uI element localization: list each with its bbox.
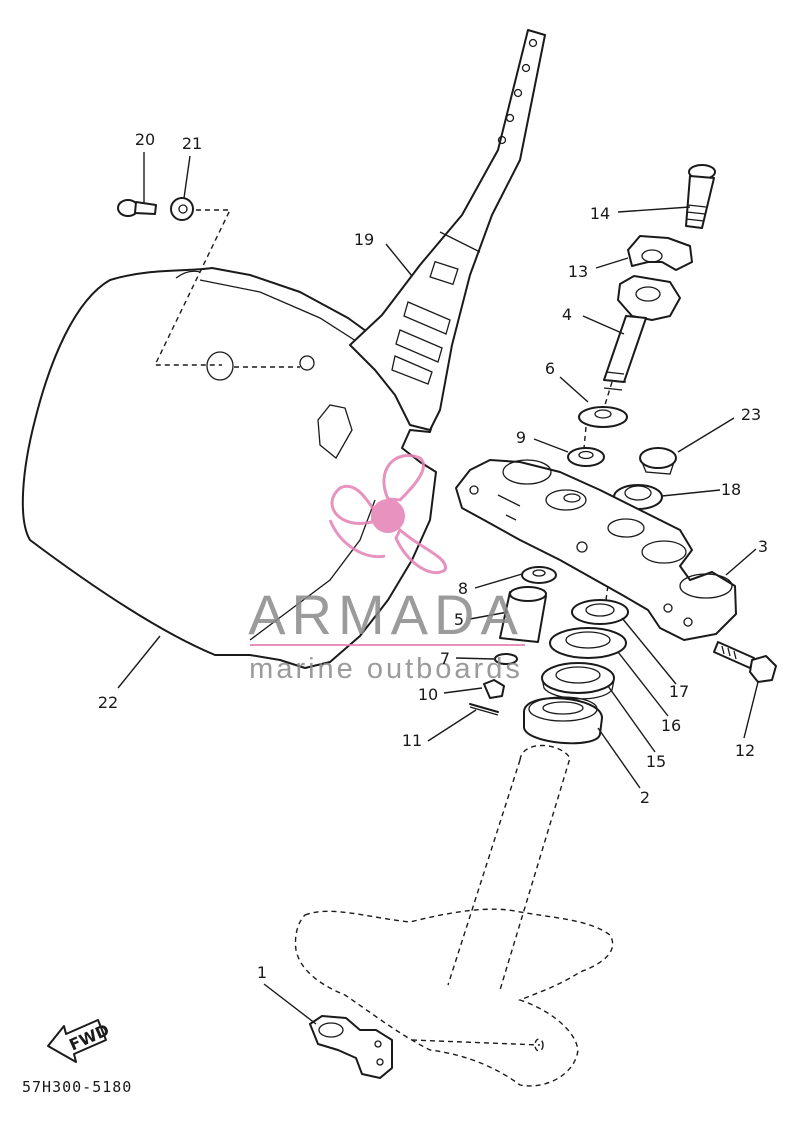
callout-16: 16 (661, 716, 681, 735)
callout-4: 4 (562, 305, 572, 324)
callout-17: 17 (669, 682, 689, 701)
callout-18: 18 (721, 480, 741, 499)
callout-labels: 1 2 3 4 5 6 7 8 9 10 11 12 13 14 15 16 1… (98, 130, 768, 982)
callout-21: 21 (182, 134, 202, 153)
nut-7-part (494, 653, 518, 665)
callout-6: 6 (545, 359, 555, 378)
callout-10: 10 (418, 685, 438, 704)
cap-23-part (639, 447, 677, 475)
cotter-pin-11-part (469, 703, 499, 716)
washer-16-part (549, 627, 627, 659)
watermark-tagline: marine outboards (249, 653, 523, 685)
washer-8-part (521, 566, 557, 584)
nut-10-part (483, 679, 505, 699)
watermark-brand: ARMADA (248, 583, 524, 646)
ring-nut-17-part (571, 599, 629, 625)
bearing-cover-15-part (541, 662, 615, 700)
callout-23: 23 (741, 405, 761, 424)
callout-5: 5 (454, 610, 464, 629)
washer-6-part (578, 406, 628, 428)
callout-2: 2 (640, 788, 650, 807)
callout-8: 8 (458, 579, 468, 598)
upper-bracket-part (455, 459, 737, 641)
headlight-cover-part (21, 267, 437, 669)
fwd-arrow-icon: FWD (47, 1019, 112, 1063)
screw-20-part (117, 199, 157, 217)
callout-15: 15 (646, 752, 666, 771)
bolt-12-part (713, 641, 777, 683)
cable-guide-1-part (309, 1015, 393, 1079)
callout-12: 12 (735, 741, 755, 760)
callout-3: 3 (758, 537, 768, 556)
diagram-part-code: 57H300-5180 (22, 1078, 133, 1096)
callout-11: 11 (402, 731, 422, 750)
callout-14: 14 (590, 204, 610, 223)
callout-20: 20 (135, 130, 155, 149)
grommet-21-part (170, 197, 194, 221)
callout-1: 1 (257, 963, 267, 982)
callout-19: 19 (354, 230, 374, 249)
bearing-2-part (522, 696, 603, 745)
callout-22: 22 (98, 693, 118, 712)
callout-9: 9 (516, 428, 526, 447)
washer-9-part (567, 447, 605, 467)
steering-stem-phantom (294, 744, 614, 1087)
propeller-logo-icon (328, 454, 447, 575)
bracket-arm-part (349, 29, 546, 431)
leader-lines (117, 152, 759, 1025)
handlebar-holder-cap-part (627, 235, 693, 271)
armada-watermark: ARMADA marine outboards (248, 454, 525, 685)
bolt-14-part (685, 164, 716, 229)
handlebar-holder-part (603, 275, 681, 391)
callout-13: 13 (568, 262, 588, 281)
callout-7: 7 (440, 649, 450, 668)
collar-5-part (499, 586, 547, 643)
